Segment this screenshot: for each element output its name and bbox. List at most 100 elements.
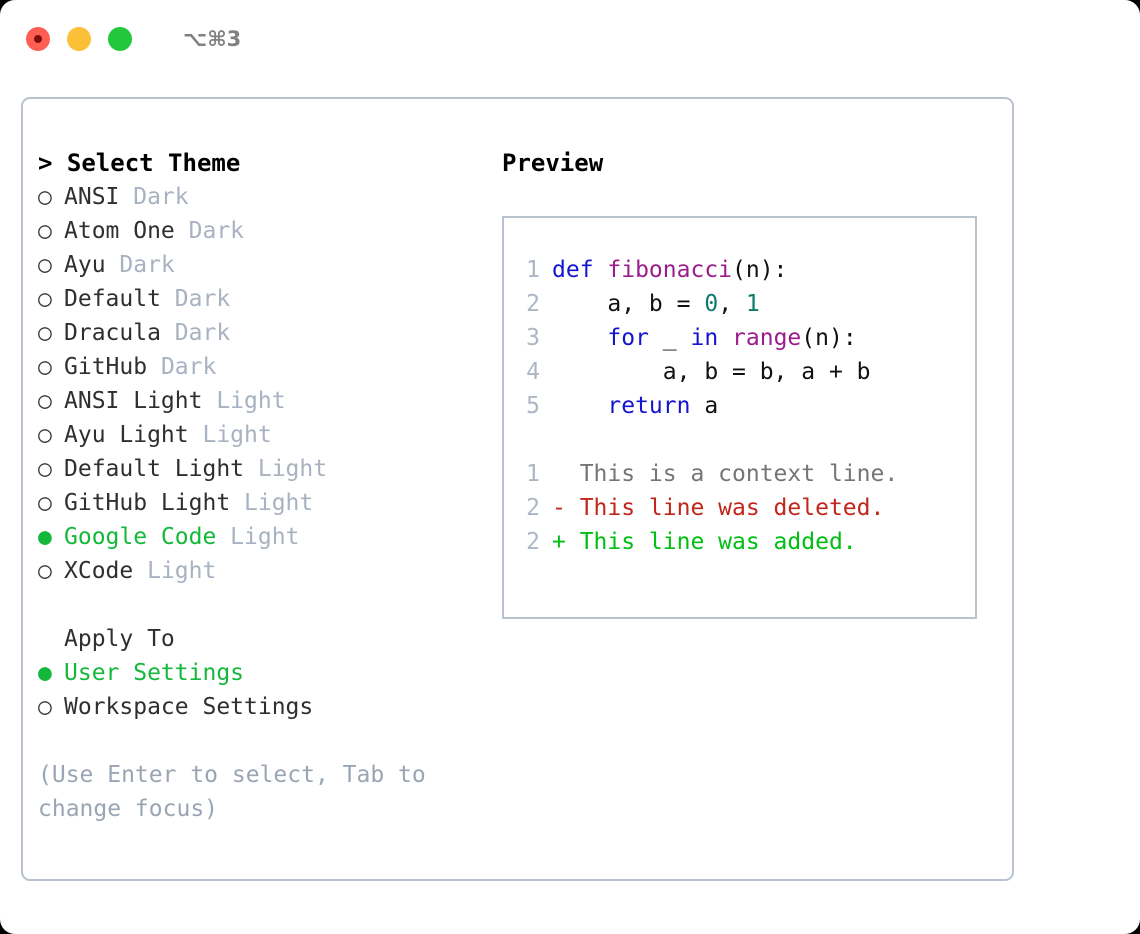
theme-picker-column: > Select Theme ○ANSI Dark○Atom One Dark○… [38, 146, 488, 826]
code-token [552, 325, 607, 351]
radio-unselected-icon: ○ [38, 456, 52, 482]
theme-item-tag: Dark [147, 354, 217, 380]
theme-item-label: GitHub [64, 354, 148, 380]
code-token: 0 [704, 291, 719, 317]
apply-to-item-label: Workspace Settings [64, 694, 314, 720]
keyboard-hint-text: (Use Enter to select, Tab to change focu… [38, 762, 426, 822]
theme-item-dracula[interactable]: ○Dracula Dark [38, 316, 488, 350]
radio-unselected-icon: ○ [38, 388, 52, 414]
radio-unselected-icon: ○ [38, 286, 52, 312]
theme-item-default[interactable]: ○ Default Dark [38, 282, 488, 316]
radio-unselected-icon: ○ [38, 354, 52, 380]
maximize-window-icon[interactable] [108, 27, 132, 51]
code-token: 1 [745, 291, 760, 317]
line-content: def fibonacci(n): [552, 253, 787, 287]
close-window-icon[interactable] [26, 27, 50, 51]
theme-item-ansi-light[interactable]: ○ANSI Light Light [38, 384, 488, 418]
theme-item-default-light[interactable]: ○ Default Light Light [38, 452, 488, 486]
code-line: 1 def fibonacci(n): [514, 253, 969, 287]
code-token [718, 325, 732, 351]
theme-item-google-code[interactable]: ● Google Code Light [38, 520, 488, 554]
radio-unselected-icon: ○ [38, 694, 52, 720]
code-token: + This line was added. [552, 529, 857, 555]
window-controls [26, 27, 149, 51]
theme-item-github-light[interactable]: ○GitHub Light Light [38, 486, 488, 520]
preview-header: Preview [502, 149, 604, 177]
line-number: 1 [526, 257, 540, 283]
code-token: def [552, 257, 608, 283]
radio-unselected-icon: ○ [38, 558, 52, 584]
apply-to-list: ● User Settings ○ Workspace Settings [38, 656, 488, 724]
theme-item-tag: Light [188, 422, 272, 448]
line-content: + This line was added. [552, 525, 857, 559]
code-line: 4 a, b = b, a + b [514, 355, 969, 389]
theme-item-label: Google Code [64, 524, 217, 550]
diff-line: 2- This line was deleted. [514, 491, 969, 525]
code-token: , [718, 291, 746, 317]
radio-selected-icon: ● [38, 524, 52, 550]
code-line: 2 a, b = 0, 1 [514, 287, 969, 321]
code-token: for [607, 325, 649, 351]
line-number: 5 [526, 393, 540, 419]
theme-item-atom-one[interactable]: ○ Atom One Dark [38, 214, 488, 248]
theme-item-tag: Dark [160, 320, 231, 346]
diff-line: 1 This is a context line. [514, 457, 969, 491]
line-number: 2 [526, 291, 540, 317]
theme-item-label: Default Light [64, 456, 245, 482]
theme-item-ayu[interactable]: ○Ayu Dark [38, 248, 488, 282]
theme-item-ayu-light[interactable]: ○Ayu Light Light [38, 418, 488, 452]
keyboard-shortcut-label: ⌥⌘3 [183, 27, 242, 51]
theme-list: ○ANSI Dark○Atom One Dark○Ayu Dark○Defaul… [38, 180, 488, 588]
radio-unselected-icon: ○ [38, 218, 52, 244]
theme-item-tag: Light [244, 456, 328, 482]
code-token: a, b = b, a + b [552, 359, 871, 385]
theme-item-tag: Dark [160, 286, 231, 312]
code-gap [514, 423, 969, 457]
code-token: fibonacci [607, 257, 733, 283]
code-token: - This line was deleted. [552, 495, 885, 521]
code-token: (n): [801, 325, 857, 351]
line-content: a, b = 0, 1 [552, 287, 760, 321]
theme-item-ansi[interactable]: ○ANSI Dark [38, 180, 488, 214]
code-token: This is a context line. [552, 461, 899, 487]
theme-item-tag: Light [230, 490, 314, 516]
line-content: This is a context line. [552, 457, 899, 491]
theme-item-label: Ayu [64, 252, 106, 278]
radio-selected-icon: ● [38, 660, 52, 686]
theme-item-label: ANSI Light [64, 388, 203, 414]
list-spacer [38, 588, 488, 622]
theme-item-github[interactable]: ○ GitHub Dark [38, 350, 488, 384]
line-content: a, b = b, a + b [552, 355, 871, 389]
radio-unselected-icon: ○ [38, 490, 52, 516]
line-number: 3 [526, 325, 540, 351]
code-token: return [607, 393, 691, 419]
code-token [552, 393, 607, 419]
line-content: - This line was deleted. [552, 491, 884, 525]
apply-to-item-label: User Settings [64, 660, 245, 686]
code-token: in [690, 325, 719, 351]
minimize-window-icon[interactable] [67, 27, 91, 51]
radio-unselected-icon: ○ [38, 184, 52, 210]
code-token: (n): [732, 257, 788, 283]
theme-item-label: Default [64, 286, 161, 312]
theme-item-label: Atom One [64, 218, 175, 244]
apply-to-item-workspace-settings[interactable]: ○ Workspace Settings [38, 690, 488, 724]
apply-to-item-user-settings[interactable]: ● User Settings [38, 656, 488, 690]
theme-item-xcode[interactable]: ○XCode Light [38, 554, 488, 588]
code-token: a, b = [552, 291, 705, 317]
theme-item-tag: Dark [119, 184, 189, 210]
apply-to-header: Apply To [64, 626, 175, 652]
line-content: return a [552, 389, 718, 423]
theme-item-tag: Dark [174, 218, 245, 244]
code-token: range [732, 325, 802, 351]
line-content: for _ in range(n): [552, 321, 857, 355]
line-number: 4 [526, 359, 540, 385]
theme-item-tag: Light [216, 524, 300, 550]
theme-item-label: XCode [64, 558, 134, 584]
code-token: a [690, 393, 719, 419]
